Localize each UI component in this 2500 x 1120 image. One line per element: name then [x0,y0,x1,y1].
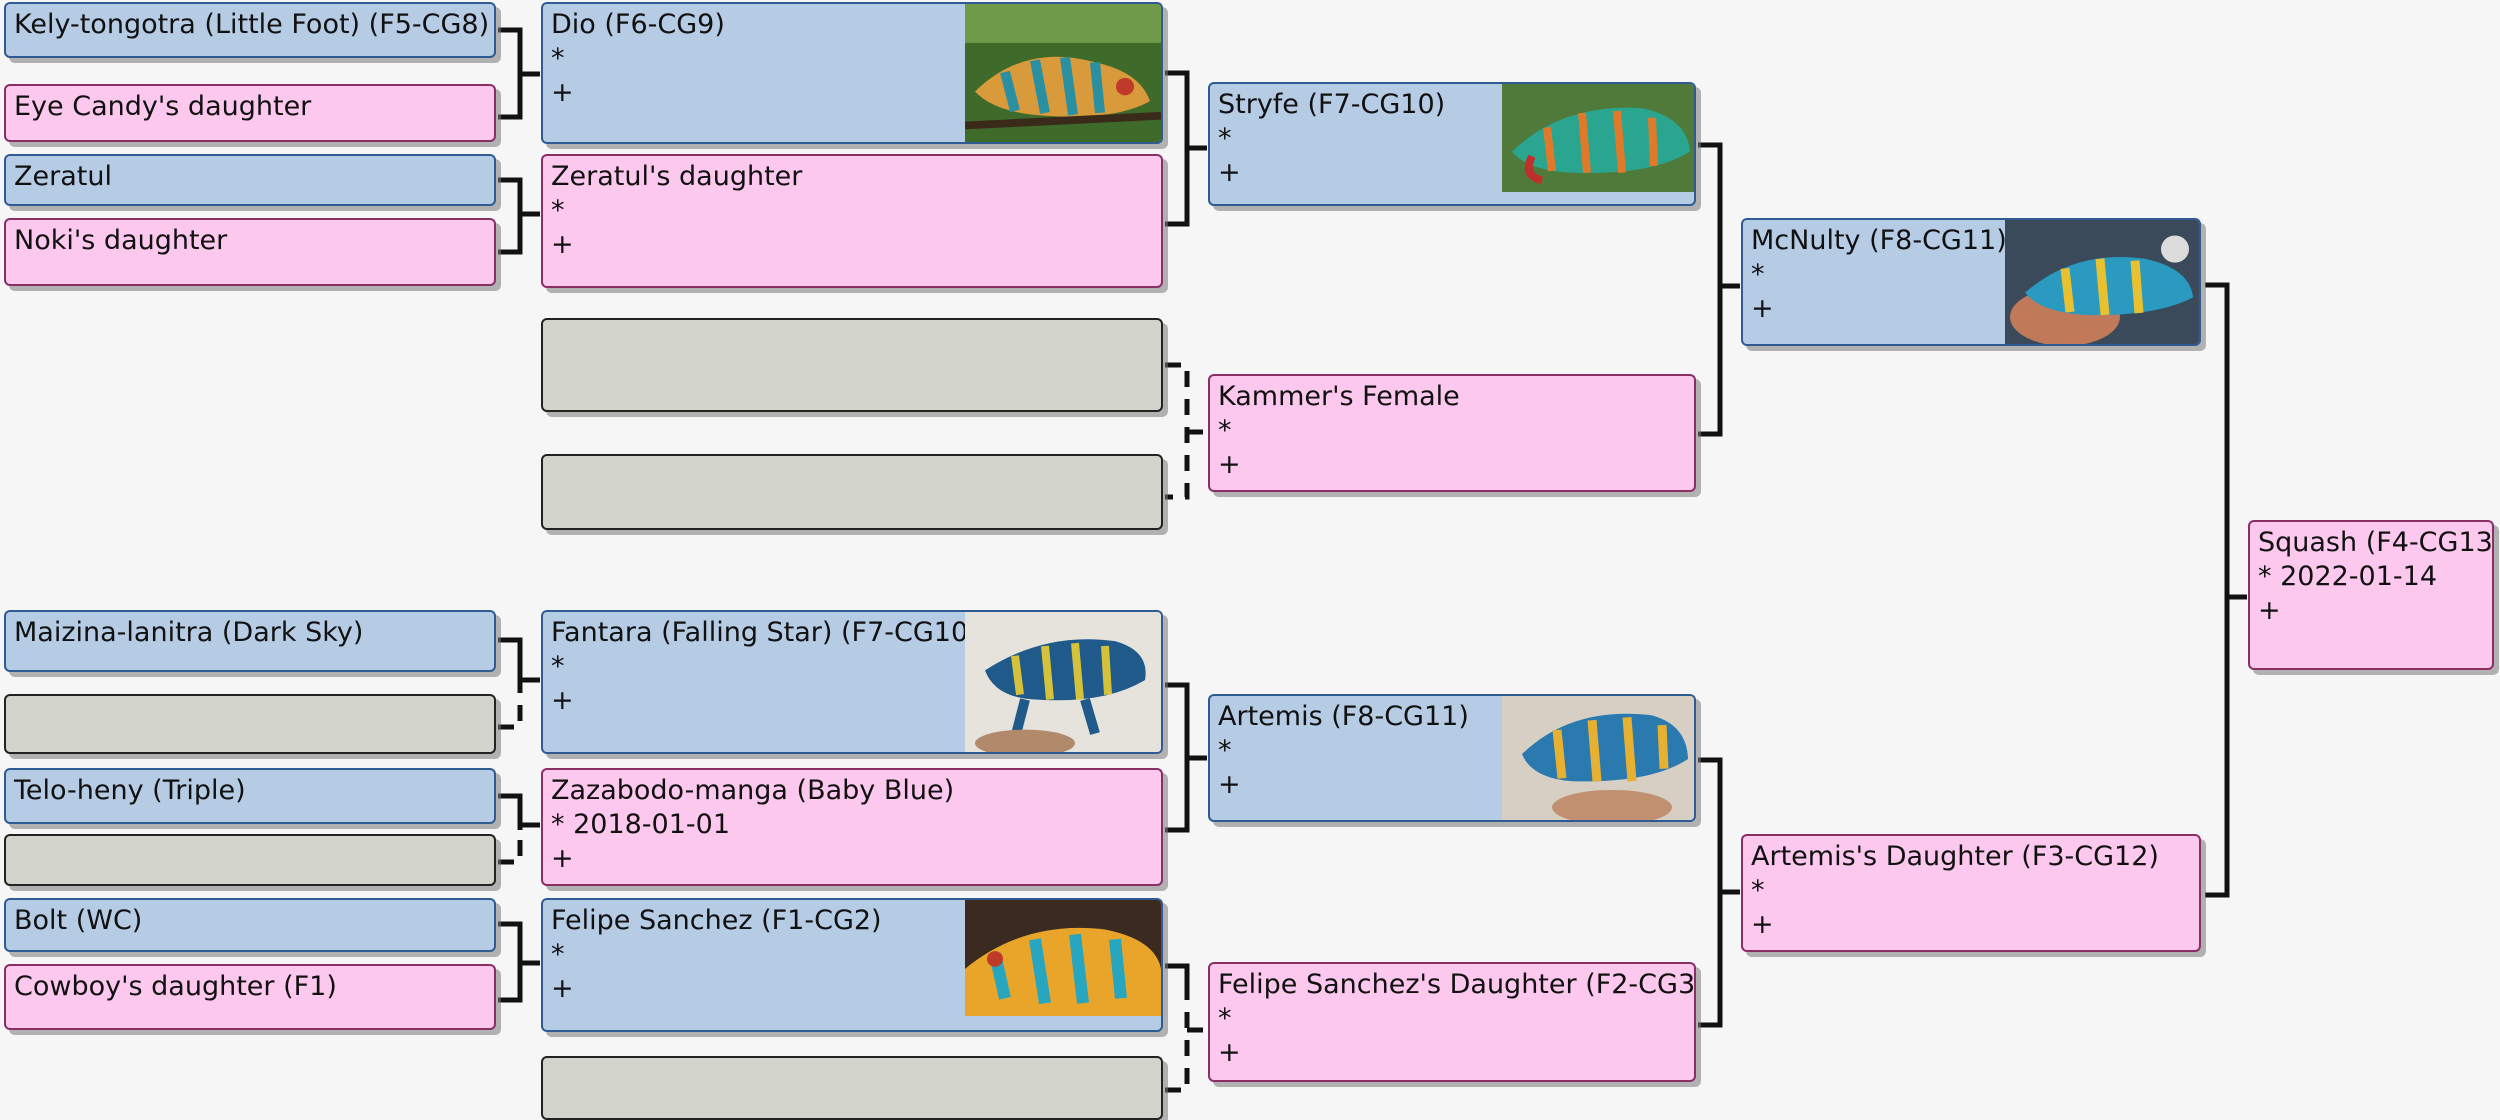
person-name: Dio (F6-CG9) [551,9,725,40]
birth-line: * [551,43,565,74]
person-name: Telo-heny (Triple) [14,775,246,806]
person-stryfe[interactable]: Stryfe (F7-CG10) * + [1208,82,1696,206]
death-line: + [1751,293,1774,324]
connector-dashed-kammer [1165,362,1207,500]
unknown-person-slot [541,318,1163,412]
person-zeratuls-daughter[interactable]: Zeratul's daughter * + [541,154,1163,288]
person-name: Maizina-lanitra (Dark Sky) [14,617,364,648]
person-name: Zazabodo-manga (Baby Blue) [551,775,955,806]
death-line: + [551,843,574,874]
person-name: Zeratul [14,161,112,192]
connector-felipe-parents [498,921,540,1003]
chameleon-photo [2005,220,2199,344]
person-name: Squash (F4-CG13) [2258,527,2494,558]
person-cowboys-daughter[interactable]: Cowboy's daughter (F1) [4,964,496,1030]
person-name: McNulty (F8-CG11) [1751,225,2007,256]
person-name: Cowboy's daughter (F1) [14,971,337,1002]
death-line: + [551,229,574,260]
birth-line: * 2022-01-14 [2258,561,2437,592]
person-name: Noki's daughter [14,225,228,256]
person-telo-heny[interactable]: Telo-heny (Triple) [4,768,496,824]
person-name: Artemis's Daughter (F3-CG12) [1751,841,2159,872]
birth-line: * [1218,415,1232,446]
person-name: Bolt (WC) [14,905,143,936]
person-felipe-sanchezs-daughter[interactable]: Felipe Sanchez's Daughter (F2-CG3) * + [1208,962,1696,1082]
birth-line: * [551,651,565,682]
person-mcnulty[interactable]: McNulty (F8-CG11) * + [1741,218,2201,346]
connector-squash-parents [2205,282,2247,898]
unknown-person-slot [4,834,496,886]
connector-fantara-parents [498,637,540,690]
person-name: Kely-tongotra (Little Foot) (F5-CG8) [14,9,490,40]
death-line: + [551,973,574,1004]
person-name: Felipe Sanchez's Daughter (F2-CG3) [1218,969,1696,1000]
death-line: + [2258,595,2281,626]
chameleon-photo [965,900,1161,1016]
person-name: Eye Candy's daughter [14,91,312,122]
person-felipe-sanchez[interactable]: Felipe Sanchez (F1-CG2) * + [541,898,1163,1032]
birth-line: * [551,195,565,226]
person-name: Stryfe (F7-CG10) [1218,89,1446,120]
person-eye-candys-daughter[interactable]: Eye Candy's daughter [4,84,496,142]
birth-line: * [1218,735,1232,766]
connector-artemis-parents [1165,682,1207,833]
person-artemiss-daughter[interactable]: Artemis's Daughter (F3-CG12) * + [1741,834,2201,952]
death-line: + [1218,449,1241,480]
connector-artemiss-daughter-parents [1698,757,1740,1028]
connector-mcnulty-parents [1698,142,1740,437]
person-name: Felipe Sanchez (F1-CG2) [551,905,882,936]
connector-stryfe-parents [1165,70,1207,227]
person-artemis[interactable]: Artemis (F8-CG11) * + [1208,694,1696,822]
birth-line: * [1218,123,1232,154]
connector-dashed-zazabodo [498,830,523,865]
birth-line: * [1218,1003,1232,1034]
person-kely-tongotra[interactable]: Kely-tongotra (Little Foot) (F5-CG8) [4,2,496,58]
death-line: + [1218,157,1241,188]
chameleon-photo [1502,84,1694,192]
birth-line: * [1751,875,1765,906]
person-nokis-daughter[interactable]: Noki's daughter [4,218,496,286]
unknown-person-slot [541,454,1163,530]
chameleon-photo [1502,696,1694,820]
chameleon-photo [965,612,1161,752]
person-name: Fantara (Falling Star) (F7-CG10) [551,617,979,648]
birth-line: * [551,939,565,970]
death-line: + [1751,909,1774,940]
person-zeratul[interactable]: Zeratul [4,154,496,206]
connector-zeratuls-daughter-parents [498,177,540,255]
connector-felipes-daughter-parents [1165,963,1190,1000]
death-line: + [551,685,574,716]
person-zazabodo-manga[interactable]: Zazabodo-manga (Baby Blue) * 2018-01-01 … [541,768,1163,886]
person-maizina-lanitra[interactable]: Maizina-lanitra (Dark Sky) [4,610,496,672]
person-kammers-female[interactable]: Kammer's Female * + [1208,374,1696,492]
connector-dio-parents [498,27,540,120]
death-line: + [551,77,574,108]
person-name: Artemis (F8-CG11) [1218,701,1469,732]
person-name: Zeratul's daughter [551,161,803,192]
connector-zazabodo-parents [498,793,540,830]
person-bolt[interactable]: Bolt (WC) [4,898,496,952]
birth-line: * 2018-01-01 [551,809,730,840]
connector-dashed-fantara [498,690,523,730]
birth-line: * [1751,259,1765,290]
person-squash[interactable]: Squash (F4-CG13) * 2022-01-14 + [2248,520,2494,670]
connector-dashed-felipes-daughter [1165,1000,1207,1093]
unknown-person-slot [541,1056,1163,1120]
chameleon-photo [965,4,1161,142]
person-fantara[interactable]: Fantara (Falling Star) (F7-CG10) * + [541,610,1163,754]
death-line: + [1218,769,1241,800]
death-line: + [1218,1037,1241,1068]
person-name: Kammer's Female [1218,381,1460,412]
person-dio[interactable]: Dio (F6-CG9) * + [541,2,1163,144]
unknown-person-slot [4,694,496,754]
